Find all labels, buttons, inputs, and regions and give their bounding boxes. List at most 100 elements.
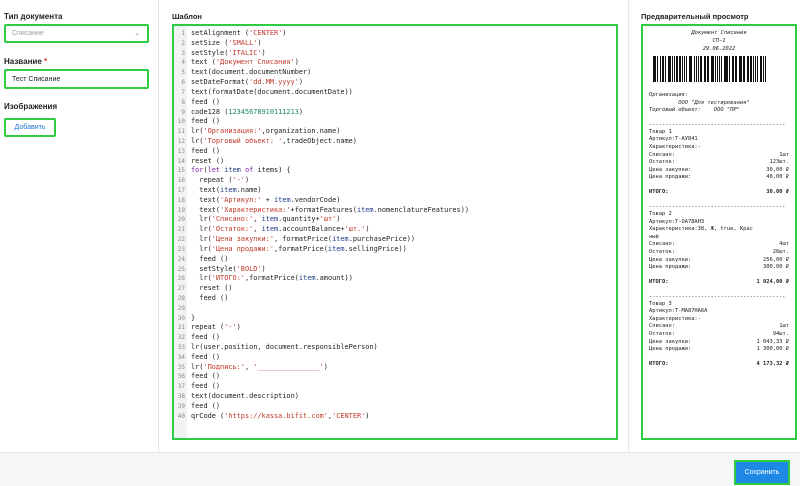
code-line: 28 feed () [174,294,616,304]
line-number: 29 [177,304,185,312]
item-total-label: ИТОГО: [649,278,669,285]
barcode-bar [759,56,763,82]
item-name: Товар 3 [649,300,672,307]
barcode-bar [655,56,656,82]
item-total-value: 4 173,32 ₽ [756,360,789,367]
line-number: 4 [181,59,185,67]
barcode-bar [732,56,733,82]
code-text: text('Характеристика:'+formatFeatures(it… [191,205,469,214]
code-text: reset () [191,284,233,293]
item-purchase-price-value: 30,00 ₽ [766,166,789,173]
code-text: setStyle('BOLD') [191,264,266,273]
item-purchase-price-label: Цена закупки: [649,166,692,173]
item-selling-price-label: Цена продажи: [649,174,692,181]
separator-line: ----------------------------------------… [649,293,786,300]
code-text: code128 (12345678910111213) [191,107,304,116]
barcode-bar [712,56,714,82]
item-purchase-price-label: Цена закупки: [649,338,692,345]
item-written-off-value: 4шт [779,241,789,248]
code-text: feed () [191,333,221,342]
item-selling-price: Цена продажи:300,00 ₽ [649,264,789,272]
barcode-bar [721,56,723,82]
images-label: Изображения [4,102,58,111]
doc-type-select[interactable]: Списание ⌄ [4,24,149,43]
line-number: 33 [177,344,185,351]
barcode-bar [754,56,756,82]
item-balance: Остаток:94шт. [649,331,789,339]
item-features: Характеристика:- [649,315,701,322]
save-button[interactable]: Сохранить [734,460,790,485]
add-image-button[interactable]: Добавить [4,118,56,137]
item-written-off: Списано:1шт [649,323,789,331]
receipt-date: 29.06.2022 [702,46,736,52]
item-balance-value: 26шт. [772,248,789,255]
item-total: ИТОГО:30,00 ₽ [649,188,789,197]
divider [158,0,159,452]
code-text: text ('Документ Списания') [191,58,299,67]
code-text: lr('ИТОГО:',formatPrice(item.amount)) [191,274,353,283]
code-text: feed () [191,146,221,155]
item-balance: Остаток:26шт. [649,249,789,257]
barcode-bar [669,56,671,82]
line-number: 9 [181,108,185,116]
line-number: 31 [177,324,185,332]
line-number: 32 [177,334,185,342]
line-number: 37 [177,383,185,391]
code-text: text(document.documentNumber) [191,68,312,77]
code-text: reset () [191,156,225,165]
item-written-off-label: Списано: [649,151,675,158]
preview-title: Предварительный просмотр [641,12,749,21]
barcode-bar [659,56,662,82]
item-features: Характеристика:38, Ж, true, Крас [649,226,753,233]
barcode-bar [703,56,705,82]
barcode-bar [750,56,752,82]
barcode-bar [696,56,697,82]
line-number: 38 [177,393,185,401]
code-line: 19 text('Характеристика:'+formatFeatures… [174,206,616,216]
barcode-bar [725,56,728,82]
code-line: 32 feed () [174,333,616,343]
barcode-bar [717,56,719,82]
barcode-bar [700,56,702,82]
item-total-value: 30,00 ₽ [766,188,789,195]
item-purchase-price-label: Цена закупки: [649,256,692,263]
item-selling-price-value: 1 300,00 ₽ [756,346,789,353]
code-text: text(document.description) [191,392,299,401]
line-number: 28 [177,294,185,302]
item-vendor-code: Артикул:Т-АУ841 [649,136,698,143]
barcode-bar [733,56,735,82]
code-text: text('Артикул:' + item.vendorCode) [191,195,341,204]
item-vendor-code: Артикул:Т-ОА78АН3 [649,218,705,225]
barcode-bar [742,56,745,82]
code-line: 17 text(item.name) [174,186,616,196]
code-line: 25 setStyle('BOLD') [174,265,616,275]
code-line: 9 code128 (12345678910111213) [174,108,616,118]
line-number: 22 [177,236,185,244]
code-line: 23 lr('Цена продажи:',formatPrice(item.s… [174,245,616,255]
barcode-bar [682,56,684,82]
name-input[interactable]: Тест Списание [4,69,149,89]
item-selling-price-label: Цена продажи: [649,264,692,271]
code-line: 4 text ('Документ Списания') [174,58,616,68]
code-line: 16 repeat ('-') [174,176,616,186]
code-line: 30} [174,314,616,324]
line-number: 20 [177,216,185,224]
item-written-off: Списано:4шт [649,241,789,249]
barcode-bar [746,56,748,82]
code-line: 22 lr('Цена закупки:', formatPrice(item.… [174,235,616,245]
code-text: lr('Остаток:', item.accountBalance+'шт.'… [191,225,370,234]
code-text: feed () [191,352,221,361]
line-number: 35 [177,363,185,371]
